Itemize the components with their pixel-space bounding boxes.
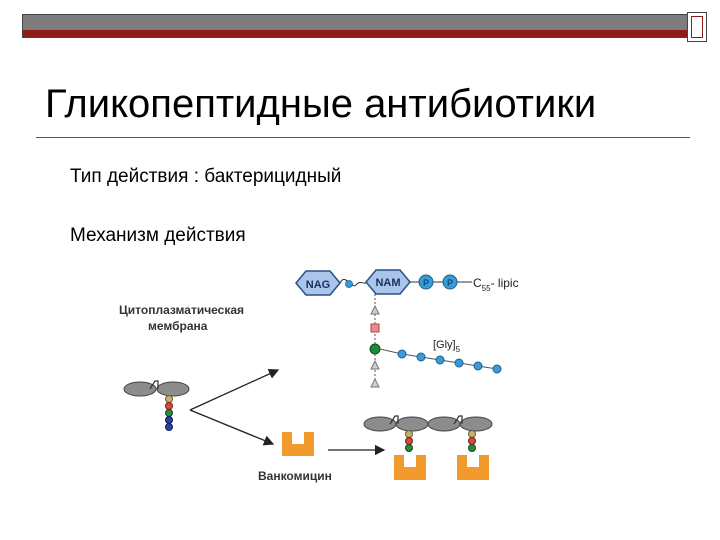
nag-label: NAG [306, 279, 330, 291]
nam-label: NAM [375, 277, 400, 289]
vancomycin-shape-left [282, 432, 314, 456]
stem-lysine-dot [370, 344, 380, 354]
gly-dot-6 [493, 365, 501, 373]
gly-dot-3 [436, 356, 444, 364]
vancomycin-label: Ванкомицин [258, 469, 332, 483]
gly-dot-2 [417, 353, 425, 361]
peptide-chain-right-1 [406, 431, 413, 452]
stem-triangle-2 [371, 361, 379, 369]
membrane-lipid-right-a [364, 417, 396, 431]
membrane-lipid-right-d [460, 417, 492, 431]
membrane-lipid-left-b [157, 382, 189, 396]
arrow-up [190, 370, 278, 410]
stem-square [371, 324, 379, 332]
lipid-label: C55- lipic [473, 276, 519, 293]
gly-dot-1 [398, 350, 406, 358]
membrane-lipid-right-b [396, 417, 428, 431]
gly-label: [Gly]5 [433, 339, 461, 354]
arrow-down [190, 410, 273, 444]
peptide-chain-left [166, 396, 173, 431]
linker-dot [346, 281, 353, 288]
membrane-lipid-left-a [124, 382, 156, 396]
phosphate-2-label: P [447, 278, 453, 288]
phosphate-1-label: P [423, 278, 429, 288]
vancomycin-bound-1 [394, 455, 426, 480]
nag-nam-linker [340, 279, 366, 286]
membrane-lipid-right-c [428, 417, 460, 431]
membrane-label-line1: Цитоплазматическая [119, 303, 244, 317]
vancomycin-bound-2 [457, 455, 489, 480]
gly-dot-4 [455, 359, 463, 367]
membrane-label-line2: мембрана [148, 319, 208, 333]
stem-triangle-3 [371, 379, 379, 387]
peptide-chain-right-2 [469, 431, 476, 452]
stem-triangle-1 [371, 306, 379, 314]
gly-dot-5 [474, 362, 482, 370]
